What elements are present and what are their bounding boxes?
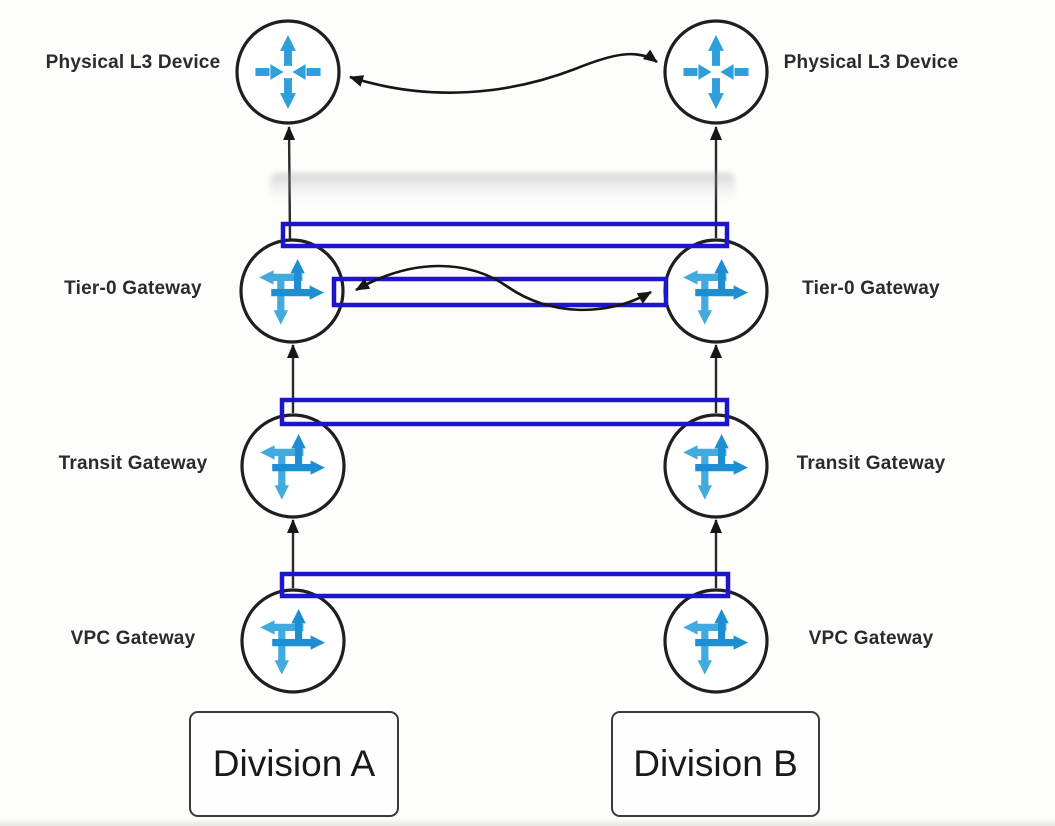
node-tier0-gateway-a xyxy=(239,238,345,344)
label-vpc-right: VPC Gateway xyxy=(808,628,934,649)
highlight-rect-transit-link xyxy=(279,397,730,427)
tier0-peering-arrow xyxy=(355,264,652,312)
label-tier0-right: Tier-0 Gateway xyxy=(802,278,940,299)
highlight-rect-vpc-link xyxy=(279,571,731,599)
node-physical-l3-b xyxy=(663,19,769,125)
label-tier0-left: Tier-0 Gateway xyxy=(64,278,202,299)
highlight-rect-tier0-link xyxy=(280,221,730,249)
division-a-label: Division A xyxy=(212,743,376,784)
node-physical-l3-a xyxy=(235,19,341,125)
blur-artifact-band xyxy=(270,173,735,203)
physical-peering-arrow xyxy=(349,49,658,94)
bottom-edge-shadow xyxy=(0,818,1055,826)
node-transit-gateway-b xyxy=(663,413,769,519)
highlight-rects xyxy=(279,221,731,599)
uplink-tier0-to-physical-a xyxy=(283,126,296,240)
division-a-box: Division A xyxy=(189,711,399,817)
label-vpc-left: VPC Gateway xyxy=(70,628,196,649)
label-transit-left: Transit Gateway xyxy=(58,453,208,474)
division-b-label: Division B xyxy=(633,743,798,784)
node-vpc-gateway-b xyxy=(663,588,769,694)
node-vpc-gateway-a xyxy=(240,588,346,694)
label-physical-l3-right: Physical L3 Device xyxy=(783,52,959,73)
node-transit-gateway-a xyxy=(240,413,346,519)
division-b-box: Division B xyxy=(611,711,820,817)
label-physical-l3-left: Physical L3 Device xyxy=(45,52,221,73)
label-transit-right: Transit Gateway xyxy=(796,453,946,474)
